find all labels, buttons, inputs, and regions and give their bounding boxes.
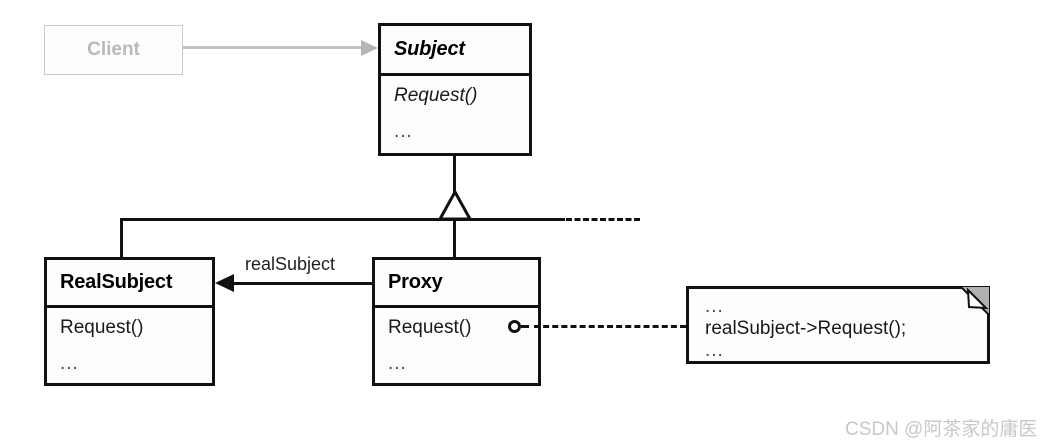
edge-client-to-subject-line xyxy=(183,46,363,49)
class-name-client: Client xyxy=(87,39,140,60)
edge-client-to-subject-arrowhead xyxy=(361,40,378,56)
operation-proxy-ellipsis: ... xyxy=(388,353,407,374)
class-operations-realsubject: Request() ... xyxy=(47,308,212,385)
note-line-1: ... xyxy=(705,296,724,317)
note-text: ... realSubject->Request(); ... xyxy=(689,289,987,362)
note-line-3: ... xyxy=(705,339,724,361)
note-box[interactable]: ... realSubject->Request(); ... xyxy=(686,286,990,364)
generalization-horizontal-bar xyxy=(120,218,565,221)
operation-subject-request: Request() xyxy=(394,85,478,106)
generalization-drop-proxy xyxy=(453,218,456,258)
generalization-dashed-continuation xyxy=(566,218,640,221)
edge-proxy-to-realsubject-arrowhead xyxy=(215,274,234,292)
note-line-2: realSubject->Request(); xyxy=(705,317,907,339)
class-name-subject: Subject xyxy=(381,26,529,76)
operation-subject-ellipsis: ... xyxy=(394,121,413,142)
generalization-stem-upper xyxy=(453,156,456,193)
operation-realsubject-ellipsis: ... xyxy=(60,353,79,374)
generalization-triangle-icon xyxy=(438,191,472,221)
class-name-proxy: Proxy xyxy=(375,260,538,308)
edge-label-realsubject: realSubject xyxy=(245,254,336,274)
note-anchor-dashed-line xyxy=(534,325,686,328)
watermark-text: CSDN @阿茶家的庸医 xyxy=(845,419,1038,440)
operation-realsubject-request: Request() xyxy=(60,317,144,338)
note-anchor-stub xyxy=(521,325,529,328)
operation-proxy-request: Request() xyxy=(388,317,472,338)
edge-proxy-to-realsubject-line xyxy=(232,282,372,285)
class-operations-proxy: Request() ... xyxy=(375,308,538,385)
class-operations-subject: Request() ... xyxy=(381,76,529,156)
class-box-subject[interactable]: Subject Request() ... xyxy=(378,23,532,156)
class-name-realsubject: RealSubject xyxy=(47,260,212,308)
class-box-client[interactable]: Client xyxy=(44,25,183,75)
note-anchor-circle-icon xyxy=(508,320,521,333)
note-fold-corner-icon xyxy=(960,286,990,316)
generalization-drop-realsubject xyxy=(120,218,123,258)
class-box-realsubject[interactable]: RealSubject Request() ... xyxy=(44,257,215,386)
